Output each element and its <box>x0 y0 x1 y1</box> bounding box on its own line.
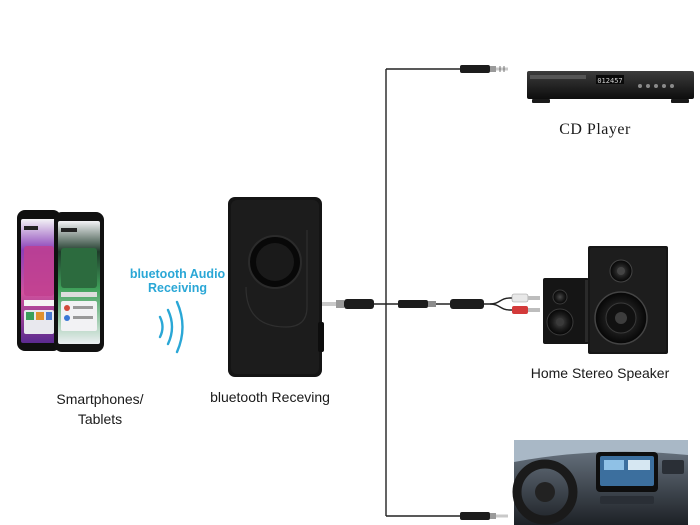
audio-plug-car <box>460 512 508 520</box>
receiver-label: bluetooth Receving <box>210 389 330 405</box>
phone-left <box>17 210 61 351</box>
cd-player-label: CD Player <box>559 121 631 138</box>
phone-right <box>54 212 104 352</box>
cable-network <box>344 68 520 517</box>
car-dashboard-image <box>512 440 688 525</box>
smartphones-illustration <box>17 210 104 352</box>
bluetooth-audio-label: bluetooth Audio Receiving <box>120 267 235 295</box>
bluetooth-audio-label-line2: Receiving <box>147 281 208 295</box>
bluetooth-receiver-device <box>228 197 324 377</box>
audio-plug-cd <box>460 65 508 73</box>
cd-player-device: 012457 <box>527 71 694 103</box>
audio-coupler <box>398 299 484 309</box>
bluetooth-signal-icon <box>158 300 184 354</box>
audio-plug-receiver <box>322 299 374 309</box>
stereo-speakers-device <box>543 246 668 354</box>
bluetooth-audio-label-line1: bluetooth Audio <box>129 267 226 281</box>
rca-plugs <box>511 293 540 314</box>
smartphones-label: Smartphones/ Tablets <box>56 391 144 427</box>
speaker-label: Home Stereo Speaker <box>530 365 670 381</box>
cd-display-readout: 012457 <box>597 77 622 85</box>
